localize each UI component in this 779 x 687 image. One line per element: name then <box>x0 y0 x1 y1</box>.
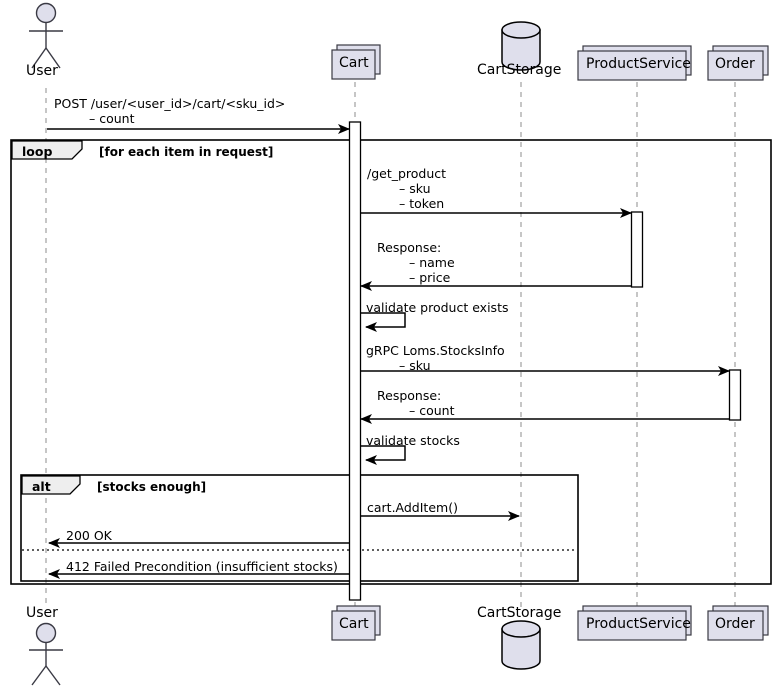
alt-frame-tab <box>21 475 81 495</box>
loop-frame-condition: [for each item in request] <box>99 145 274 159</box>
message-arrows <box>47 124 730 579</box>
arrow-msg-validate-stocks <box>361 445 406 465</box>
message-label-200-ok: 200 OK <box>66 528 112 543</box>
message-label-get-product-line2: – sku <box>399 181 431 196</box>
message-label-validate-product: validate product exists <box>366 300 509 315</box>
participant-box-order-top[interactable] <box>707 45 769 81</box>
message-label-stocksinfo-line2: – sku <box>399 358 431 373</box>
activation-bars <box>348 121 742 601</box>
alt-frame-keyword: alt <box>32 479 51 494</box>
message-label-product-response-line2: – name <box>409 255 455 270</box>
participant-label-order-bottom: Order <box>715 616 755 632</box>
actor-user-bottom-icon <box>29 622 63 686</box>
message-label-get-product-line3: – token <box>399 196 445 211</box>
message-label-product-response-line1: Response: <box>377 240 442 255</box>
participant-label-order-top: Order <box>715 56 755 72</box>
participant-label-user-top: User <box>26 63 58 79</box>
activation-productservice <box>630 211 644 288</box>
participant-box-cart-top[interactable] <box>331 44 381 80</box>
participant-box-productservice-top[interactable] <box>577 45 692 81</box>
loop-frame-tab <box>11 140 83 160</box>
participant-label-user-bottom: User <box>26 605 58 621</box>
message-label-post-cart-line1: POST /user/<user_id>/cart/<sku_id> <box>54 96 286 111</box>
message-label-product-response-line3: – price <box>409 270 451 285</box>
message-label-add-item: cart.AddItem() <box>367 500 458 515</box>
message-label-validate-stocks: validate stocks <box>366 433 460 448</box>
message-label-get-product-line1: /get_product <box>367 166 447 181</box>
participant-box-cart-bottom[interactable] <box>331 605 381 641</box>
activation-cart <box>348 121 362 601</box>
activation-order <box>728 369 742 421</box>
participant-shapes-top <box>29 2 769 81</box>
participant-label-cart-bottom: Cart <box>339 616 369 632</box>
message-label-412: 412 Failed Precondition (insufficient st… <box>66 559 338 574</box>
participant-db-cartstorage-top[interactable] <box>501 21 541 71</box>
participant-shapes-bottom <box>29 605 769 686</box>
alt-frame <box>20 474 579 582</box>
participant-label-productservice-bottom: ProductService <box>586 616 691 632</box>
message-label-stocks-response-line1: Response: <box>377 388 442 403</box>
loop-frame-keyword: loop <box>22 144 53 159</box>
loop-frame <box>10 139 772 585</box>
participant-box-productservice-bottom[interactable] <box>577 605 692 641</box>
alt-frame-condition: [stocks enough] <box>97 480 207 494</box>
message-label-stocksinfo-line1: gRPC Loms.StocksInfo <box>366 343 505 358</box>
message-label-stocks-response-line2: – count <box>409 403 455 418</box>
participant-box-order-bottom[interactable] <box>707 605 769 641</box>
message-label-post-cart-line2: – count <box>89 111 135 126</box>
participant-label-cart-top: Cart <box>339 55 369 71</box>
participant-label-cartstorage-top: CartStorage <box>477 62 562 78</box>
participant-label-cartstorage-bottom: CartStorage <box>477 605 562 621</box>
participant-db-cartstorage-bottom[interactable] <box>501 620 541 670</box>
actor-user-top-icon <box>29 2 63 69</box>
participant-label-productservice-top: ProductService <box>586 56 691 72</box>
arrow-msg-validate-product <box>361 312 406 332</box>
